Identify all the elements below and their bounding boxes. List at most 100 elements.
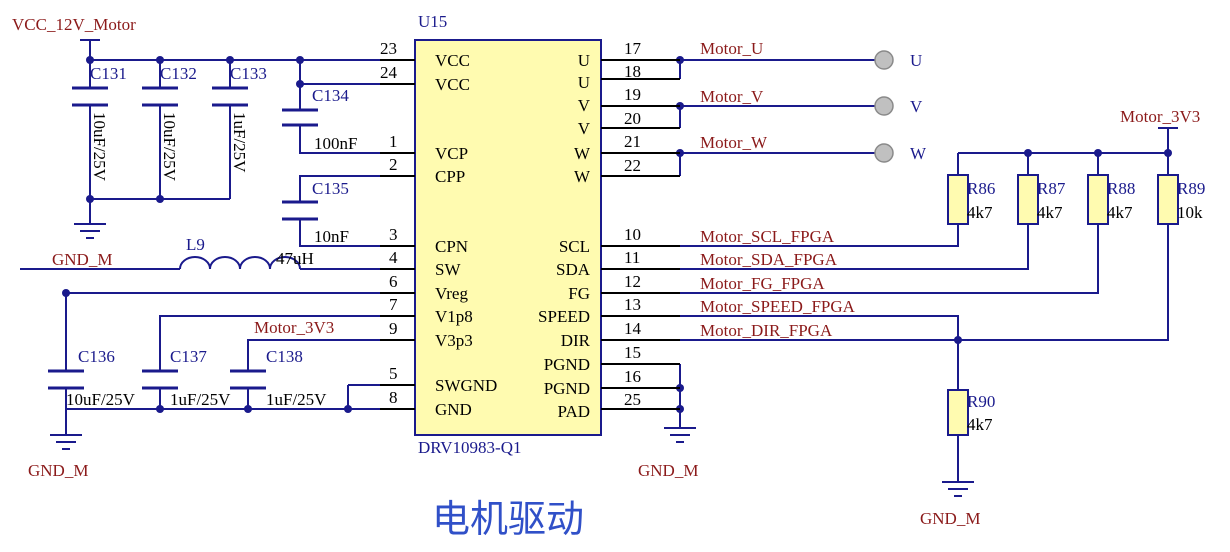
pin-name: VCC [435, 75, 470, 94]
ground-symbol: GND_M [28, 434, 88, 480]
inductor-l9: L9 47uH [179, 235, 330, 270]
vcc-net-label: VCC_12V_Motor [12, 15, 136, 34]
cap-value: 10uF/25V [160, 112, 179, 182]
net-label-motor-sda: Motor_SDA_FPGA [700, 250, 838, 269]
pin-name: V [578, 119, 591, 138]
junctions [62, 56, 1172, 413]
motor-3v3-port-chip: Motor_3V3 [254, 318, 334, 337]
terminal-label: U [910, 51, 922, 70]
pin-num: 2 [389, 155, 398, 174]
terminal-w: W [874, 143, 927, 163]
capacitor-c134: C134 100nF [282, 86, 357, 153]
cap-value: 1uF/25V [230, 112, 249, 173]
pin-name: U [578, 51, 590, 70]
motor-3v3-label: Motor_3V3 [254, 318, 334, 337]
chip-u15: U15 DRV10983-Q1 23 24 1 2 3 4 6 7 9 5 8 … [380, 12, 680, 457]
cap-ref: C132 [160, 64, 197, 83]
resistor-ref: R87 [1037, 179, 1066, 198]
chip-body [414, 39, 602, 436]
pin-name: SW [435, 260, 461, 279]
pin-name: VCP [435, 144, 468, 163]
resistor-r89: R89 10k [1157, 174, 1205, 225]
resistor-value: 4k7 [1107, 203, 1133, 222]
capacitor-c132: C132 10uF/25V [142, 64, 197, 182]
right-pins [601, 59, 680, 410]
left-pins [380, 59, 415, 410]
pin-name: SWGND [435, 376, 497, 395]
cap-ref: C136 [78, 347, 115, 366]
pin-num: 1 [389, 132, 398, 151]
chip-ref: U15 [418, 12, 447, 31]
net-label-motor-u: Motor_U [700, 39, 763, 58]
resistor-value: 4k7 [1037, 203, 1063, 222]
ground-label: GND_M [52, 250, 112, 269]
resistor-r88: R88 4k7 [1087, 174, 1135, 225]
pin-num: 25 [624, 390, 641, 409]
cap-value: 10nF [314, 227, 349, 246]
cap-ref: C133 [230, 64, 267, 83]
terminal-label: V [910, 97, 923, 116]
resistor-ref: R86 [967, 179, 995, 198]
capacitor-c133: C133 1uF/25V [212, 64, 267, 173]
resistor-value: 10k [1177, 203, 1203, 222]
motor-3v3-port-pullup: Motor_3V3 [1120, 107, 1200, 129]
pin-name: SDA [556, 260, 591, 279]
cap-value: 100nF [314, 134, 357, 153]
pin-num: 9 [389, 319, 398, 338]
pin-name: VCC [435, 51, 470, 70]
net-label-motor-scl: Motor_SCL_FPGA [700, 227, 835, 246]
pin-name: GND [435, 400, 472, 419]
pin-name: V1p8 [435, 307, 473, 326]
pin-name: FG [568, 284, 590, 303]
pin-name: SPEED [538, 307, 590, 326]
cap-value: 10uF/25V [90, 112, 109, 182]
net-label-motor-dir: Motor_DIR_FPGA [700, 321, 833, 340]
pin-name: W [574, 144, 591, 163]
pin-num: 15 [624, 343, 641, 362]
pin-name: V3p3 [435, 331, 473, 350]
pin-num: 12 [624, 272, 641, 291]
resistor-value: 4k7 [967, 203, 993, 222]
ground-label: GND_M [638, 461, 698, 480]
pin-num: 3 [389, 225, 398, 244]
chip-part: DRV10983-Q1 [418, 438, 521, 457]
net-label-motor-speed: Motor_SPEED_FPGA [700, 297, 856, 316]
terminal-v: V [874, 96, 923, 116]
pin-name: U [578, 73, 590, 92]
pin-name: CPN [435, 237, 468, 256]
pin-num: 18 [624, 62, 641, 81]
pin-num: 20 [624, 109, 641, 128]
capacitor-c138: C138 1uF/25V [230, 347, 327, 409]
resistor-r90: R90 4k7 [947, 389, 995, 436]
net-labels: Motor_U Motor_V Motor_W Motor_SCL_FPGA M… [700, 39, 856, 340]
resistor-r87: R87 4k7 [1017, 174, 1066, 225]
pin-name: DIR [561, 331, 591, 350]
inductor-value: 47uH [276, 249, 314, 268]
cap-ref: C135 [312, 179, 349, 198]
resistor-ref: R88 [1107, 179, 1135, 198]
pin-num: 22 [624, 156, 641, 175]
vcc-power-port: VCC_12V_Motor [12, 15, 136, 41]
ground-symbol: GND_M [920, 481, 980, 528]
cap-value: 10uF/25V [66, 390, 136, 409]
page-title: 电机驱动 [432, 497, 584, 541]
pin-num: 4 [389, 248, 398, 267]
pin-name: W [574, 167, 591, 186]
ground-symbol: GND_M [638, 427, 698, 480]
pin-name: CPP [435, 167, 465, 186]
inductor-ref: L9 [186, 235, 205, 254]
pin-num: 16 [624, 367, 641, 386]
cap-ref: C137 [170, 347, 207, 366]
pin-name: Vreg [435, 284, 468, 303]
motor-3v3-pullup-label: Motor_3V3 [1120, 107, 1200, 126]
pin-num: 24 [380, 63, 398, 82]
pin-num: 6 [389, 272, 398, 291]
terminal-label: W [910, 144, 927, 163]
pin-num: 8 [389, 388, 398, 407]
resistor-ref: R89 [1177, 179, 1205, 198]
cap-ref: C134 [312, 86, 349, 105]
terminal-u: U [874, 50, 922, 70]
pin-name: PGND [544, 379, 590, 398]
pin-num: 19 [624, 85, 641, 104]
